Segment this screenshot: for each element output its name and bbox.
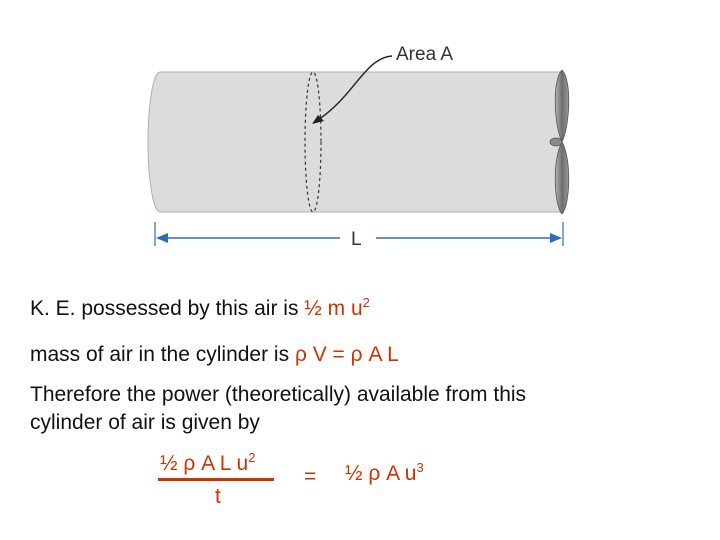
length-dimension	[154, 222, 564, 246]
equation-equals: =	[304, 465, 317, 488]
propeller	[549, 69, 570, 215]
equation-rhs: ½ ρ A u3	[345, 460, 424, 485]
equation-denominator: t	[215, 485, 221, 508]
area-label: Area A	[396, 44, 453, 65]
mass-line-prefix: mass of air in the cylinder is	[30, 343, 295, 366]
ke-line-expr: ½ m u2	[304, 295, 370, 320]
therefore-line-1: Therefore the power (theoretically) avai…	[30, 383, 527, 406]
mass-line-expr: ρ V = ρ A L	[294, 343, 399, 366]
area-cross-section	[304, 71, 322, 213]
area-pointer-arrow	[317, 55, 393, 121]
cylinder-body	[147, 71, 561, 213]
therefore-line-2: cylinder of air is given by	[30, 411, 260, 434]
area-pointer-arrowhead	[312, 115, 324, 124]
length-label: L	[351, 229, 362, 250]
mass-line: mass of air in the cylinder is ρ V = ρ A…	[30, 344, 399, 365]
wind-cylinder-diagram: Area A L	[147, 44, 570, 250]
equation-numerator: ½ ρ A L u2	[160, 450, 256, 475]
fraction-bar	[158, 478, 274, 481]
ke-line-prefix: K. E. possessed by this air is	[30, 297, 305, 320]
ke-line: K. E. possessed by this air is ½ m u2	[30, 295, 370, 320]
